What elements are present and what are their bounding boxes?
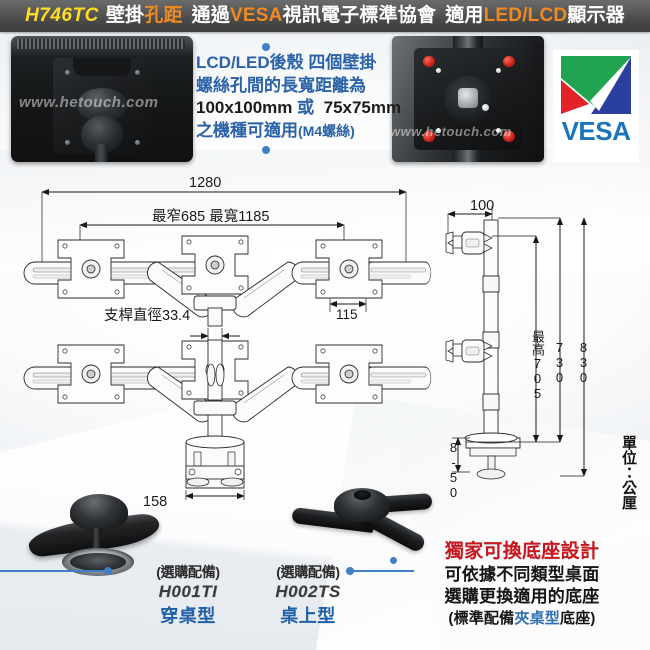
option1-type: 穿桌型 [160, 606, 216, 626]
vesa-size-100: 100x100mm [196, 98, 293, 117]
header-seg3: 通過 [191, 5, 231, 26]
dim-mid-height: 730 [552, 340, 567, 385]
base-bore [354, 490, 371, 500]
base-b-connector-dot [346, 567, 354, 575]
header-seg7-accent: LED/LCD [483, 5, 568, 26]
option2-connector-dot [390, 557, 397, 564]
vesa-mount-plate-photo: www.hetouch.com [392, 36, 544, 162]
vesa-wordmark: VESA [561, 116, 631, 146]
header-seg1: 壁掛 [105, 5, 145, 26]
white-screw-icon [496, 128, 501, 133]
front-view-technical-drawing [23, 188, 432, 500]
vesa-checkmark-icon [561, 56, 631, 114]
vesa-logo: VESA [553, 50, 639, 162]
white-screw-icon [436, 128, 441, 133]
option-caption-1: (選購配備) H001TI 穿桌型 [128, 562, 248, 628]
vesa-note-line4-main: 之機種可適用 [196, 120, 298, 140]
vesa-spec-note: LCD/LED後殼 四個壁掛 螺絲孔間的長寬距離為 100x100mm 或 75… [196, 52, 401, 143]
header-seg5: 視訊電子標準協會 [282, 5, 437, 26]
plate-screw-icon [135, 70, 140, 75]
option2-type: 桌上型 [280, 606, 336, 626]
white-screw-icon [496, 68, 501, 73]
promo-block: 獨家可換底座設計 可依據不同類型桌面 選購更換適用的底座 (標準配備夾桌型底座) [398, 540, 646, 630]
monitor-vent-strip [17, 39, 185, 49]
unit-note: 單位：公厘 [620, 435, 637, 510]
base-a-connector-line [0, 570, 106, 572]
red-screw-cap-icon [423, 56, 435, 67]
option2-optional-tag: (選購配備) [276, 564, 340, 580]
promo-line2: 選購更換適用的底座 [444, 587, 600, 606]
note-connector-dot-top [262, 43, 270, 51]
option-caption-2: (選購配備) H002TS 桌上型 [248, 562, 368, 628]
dim-span-range: 最窄685 最寬1185 [152, 209, 270, 225]
vesa-note-line1: LCD/LED後殼 四個壁掛 [196, 53, 377, 72]
base-shaft [92, 528, 101, 564]
mount-stem [95, 144, 108, 162]
grommet-base-photo [22, 492, 172, 580]
dim-clamp-width: 158 [143, 494, 168, 510]
option1-model: H001TI [158, 582, 218, 601]
header-model: H746TC [25, 5, 99, 26]
note-connector-dot-bottom [262, 146, 270, 154]
lcd-rear-vesa-plate-photo: www.hetouch.com [11, 36, 193, 162]
dim-max-height: 最高705 [530, 330, 545, 401]
vesa-note-line4: 之機種可適用(M4螺絲) [196, 120, 392, 143]
release-pin-icon [482, 104, 489, 111]
vesa-plate-notch [73, 58, 131, 76]
vesa-note-line2: 螺絲孔間的長寬距離為 [196, 75, 366, 95]
promo-line1: 可依據不同類型桌面 [444, 565, 600, 584]
red-screw-cap-icon [423, 131, 435, 142]
plate-screw-icon [65, 140, 70, 145]
base-b-connector-line [352, 570, 414, 572]
base-dome [70, 494, 128, 530]
plate-screw-icon [135, 140, 140, 145]
header-seg2-accent: 孔距 [144, 5, 183, 26]
header-seg4-accent: VESA [230, 5, 283, 26]
grommet-hole [70, 553, 126, 571]
dim-total-height: 830 [576, 340, 591, 385]
promo-title: 獨家可換底座設計 [444, 541, 600, 562]
promo-line3-c: 底座) [560, 610, 596, 627]
side-view-technical-drawing [445, 206, 588, 480]
tripod-base-photo [291, 488, 452, 580]
promo-line3-a: (標準配備 [448, 610, 515, 627]
vesa-note-line3: 100x100mm 或 75x75mm [196, 97, 401, 120]
red-screw-cap-icon [503, 56, 515, 67]
option2-model: H002TS [275, 582, 341, 601]
dim-depth: 100 [470, 198, 495, 214]
header-title: H746TC 壁掛孔距通過VESA視訊電子標準協會適用LED/LCD顯示器 [25, 0, 625, 32]
promo-standard-base: 夾桌型 [514, 610, 560, 627]
header-seg8: 顯示器 [567, 5, 625, 26]
vesa-note-screw-spec: (M4螺絲) [298, 122, 355, 139]
white-screw-icon [436, 68, 441, 73]
red-screw-cap-icon [503, 131, 515, 142]
dim-desk-thickness: 8-50 [446, 440, 461, 500]
dim-pole-diameter: 支桿直徑33.4 [104, 308, 191, 324]
dim-plate-width: 115 [336, 307, 358, 322]
base-a-connector-dot [104, 567, 112, 575]
vesa-note-or: 或 [297, 98, 315, 117]
header-bar: H746TC 壁掛孔距通過VESA視訊電子標準協會適用LED/LCD顯示器 [0, 0, 650, 32]
option1-optional-tag: (選購配備) [156, 564, 220, 580]
plate-screw-icon [65, 70, 70, 75]
center-bolt-icon [458, 88, 478, 108]
vesa-size-75: 75x75mm [323, 98, 402, 117]
promo-line3: (標準配備夾桌型底座) [398, 608, 646, 630]
header-seg6: 適用 [445, 5, 484, 26]
dim-overall-width: 1280 [189, 175, 222, 191]
